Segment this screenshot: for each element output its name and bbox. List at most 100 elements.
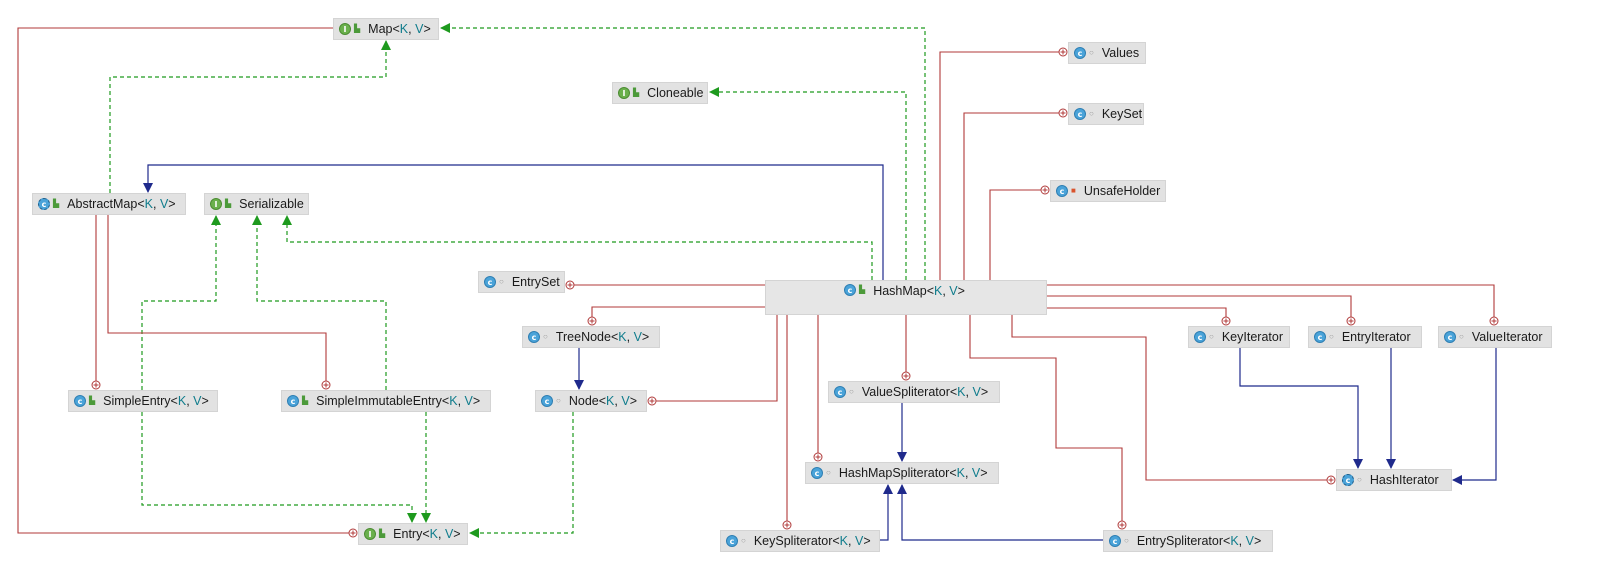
edge-inner-abstractmap-to-simpleimmutableentry: [107, 215, 327, 389]
class-icon: c: [541, 395, 553, 407]
class-node-abstractmap[interactable]: c▙AbstractMap<K, V>: [32, 193, 186, 215]
class-name: Map: [368, 22, 393, 36]
class-node-entryspliterator[interactable]: c○EntrySpliterator<K, V>: [1103, 530, 1273, 552]
edge-implements-node-to-entry: [469, 412, 574, 538]
generic-params: <K, V>: [1223, 534, 1262, 548]
edge-inner-hashmap-to-unsafeholder: [989, 189, 1049, 280]
generic-params: <K, V>: [441, 394, 481, 408]
class-name: HashMapSpliterator: [838, 466, 950, 480]
inner-class-marker-treenode: [587, 316, 597, 326]
class-name: AbstractMap: [67, 197, 138, 211]
class-node-entry[interactable]: I▙Entry<K, V>: [358, 523, 468, 545]
edge-implements-simpleimmutableentry-to-serializable: [252, 215, 387, 390]
inner-markers-layer: [91, 47, 1499, 538]
class-icon: c: [1342, 474, 1354, 486]
public-visibility-icon: ▙: [89, 396, 96, 405]
class-node-valueiterator[interactable]: c○ValueIterator: [1438, 326, 1552, 348]
edge-inner-map-to-entry: [17, 27, 357, 534]
class-node-hashiterator[interactable]: c○ HashIterator: [1336, 469, 1452, 491]
class-node-node[interactable]: c○ Node<K, V>: [535, 390, 647, 412]
package-visibility-icon: ○: [1357, 475, 1362, 484]
package-visibility-icon: ○: [499, 277, 504, 286]
class-node-keyiterator[interactable]: c○KeyIterator: [1188, 326, 1290, 348]
generic-params: <K, V>: [610, 330, 650, 344]
public-visibility-icon: ▙: [633, 88, 640, 97]
public-visibility-icon: ▙: [225, 199, 232, 208]
private-lock-icon: ■: [1071, 186, 1076, 195]
inner-class-marker-entryiterator: [1346, 316, 1356, 326]
class-node-hashmap[interactable]: c▙HashMap<K, V>: [765, 280, 1047, 315]
edge-implements-hashmap-to-serializable: [282, 215, 873, 280]
class-name: Node: [568, 394, 599, 408]
class-node-unsafeholder[interactable]: c■UnsafeHolder: [1050, 180, 1166, 202]
inner-class-marker-hashmapspliterator: [813, 452, 823, 462]
class-node-values[interactable]: c○ Values: [1068, 42, 1146, 64]
class-node-cloneable[interactable]: I▙Cloneable: [612, 82, 708, 104]
package-visibility-icon: ○: [1089, 109, 1094, 118]
class-name: EntrySet: [511, 275, 560, 289]
edge-extends-keyspliterator-to-hashmapspliterator: [880, 484, 893, 541]
class-name: EntrySpliterator: [1136, 534, 1223, 548]
class-node-keyset[interactable]: c○KeySet: [1068, 103, 1144, 125]
package-visibility-icon: ○: [1124, 536, 1129, 545]
class-name: ValueIterator: [1471, 330, 1543, 344]
class-node-simpleimmutableentry[interactable]: c▙SimpleImmutableEntry<K, V>: [281, 390, 491, 412]
inner-class-marker-hashiterator: [1326, 475, 1336, 485]
class-name: Entry: [393, 527, 423, 541]
class-icon: c: [1444, 331, 1456, 343]
class-name: Serializable: [239, 197, 304, 211]
generic-params: <K, V>: [949, 385, 989, 399]
class-icon: c: [834, 386, 846, 398]
edge-inner-hashmap-to-treenode: [591, 306, 765, 325]
edge-inner-hashmap-to-node: [648, 315, 778, 402]
edge-inner-hashmap-to-hashiterator: [1011, 315, 1335, 481]
edges-layer: [17, 23, 1497, 541]
class-node-simpleentry[interactable]: c▙SimpleEntry<K, V>: [68, 390, 218, 412]
edge-implements-abstractmap-to-map: [109, 40, 391, 193]
package-visibility-icon: ○: [1089, 48, 1094, 57]
inner-class-marker-entry: [348, 528, 358, 538]
interface-icon: I: [210, 198, 222, 210]
public-visibility-icon: ▙: [53, 199, 60, 208]
class-name: Cloneable: [647, 86, 704, 100]
edge-implements-hashmap-to-map: [440, 23, 926, 280]
class-node-serializable[interactable]: I▙ Serializable: [204, 193, 309, 215]
public-visibility-icon: ▙: [354, 24, 361, 33]
class-icon: c: [287, 395, 299, 407]
edge-inner-hashmap-to-values: [939, 51, 1067, 280]
class-icon: c: [844, 284, 857, 296]
inner-class-marker-values: [1058, 47, 1068, 57]
package-visibility-icon: ○: [556, 396, 561, 405]
class-node-entryiterator[interactable]: c○EntryIterator: [1308, 326, 1422, 348]
class-name: Values: [1101, 46, 1140, 60]
edge-implements-hashmap-to-cloneable: [709, 87, 907, 280]
package-visibility-icon: ○: [849, 387, 854, 396]
class-name: HashIterator: [1369, 473, 1439, 487]
generic-params: <K, V>: [422, 527, 461, 541]
edge-extends-entryspliterator-to-hashmapspliterator: [897, 484, 1103, 541]
generic-params: <K, V>: [598, 394, 637, 408]
class-node-treenode[interactable]: c○TreeNode<K, V>: [522, 326, 660, 348]
class-node-keyspliterator[interactable]: c○KeySpliterator<K, V>: [720, 530, 880, 552]
edge-inner-hashmap-to-keyset: [963, 112, 1067, 280]
inner-class-marker-entryspliterator: [1117, 520, 1127, 530]
generic-params: <K, V>: [832, 534, 871, 548]
class-name: KeyIterator: [1221, 330, 1283, 344]
public-visibility-icon: ▙: [302, 396, 309, 405]
generic-params: <K, V>: [137, 197, 176, 211]
class-icon: c: [1194, 331, 1206, 343]
class-node-entryset[interactable]: c○EntrySet: [478, 271, 565, 293]
class-name: SimpleEntry: [103, 394, 171, 408]
class-node-valuespliterator[interactable]: c○ValueSpliterator<K, V>: [828, 381, 1000, 403]
interface-icon: I: [339, 23, 351, 35]
public-visibility-icon: ▙: [859, 285, 866, 294]
class-icon: c: [726, 535, 738, 547]
inner-class-marker-keyiterator: [1221, 316, 1231, 326]
edge-inner-hashmap-to-keyiterator: [1047, 307, 1227, 325]
inner-class-marker-entryset: [565, 280, 575, 290]
class-icon: c: [1074, 47, 1086, 59]
class-node-map[interactable]: I▙Map<K, V>: [333, 18, 439, 40]
edge-inner-hashmap-to-valueiterator: [1047, 284, 1495, 325]
class-node-hashmapspliterator[interactable]: c○HashMapSpliterator<K, V>: [805, 462, 999, 484]
